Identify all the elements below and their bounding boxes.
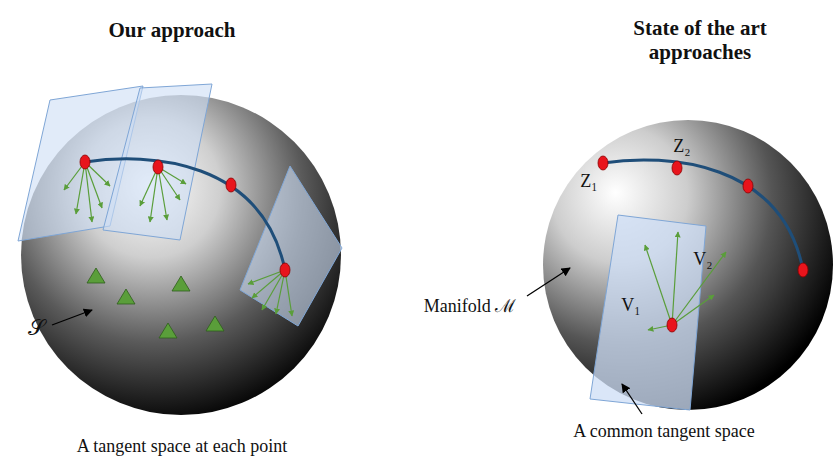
panel-heading: Our approach — [108, 18, 235, 42]
vector-label: V₁ — [621, 295, 640, 316]
tangent-vectors — [645, 232, 726, 330]
vector-label: V₂ — [693, 249, 712, 270]
tangent-plane — [240, 166, 342, 326]
manifold-sphere — [543, 120, 833, 410]
manifold-label: Manifold ℳ — [424, 296, 517, 317]
caption-text: A tangent space at each point — [77, 436, 287, 457]
set-symbol: 𝒮 — [28, 315, 45, 340]
data-points — [598, 156, 808, 332]
panel-heading: State of the art approaches — [600, 16, 800, 64]
data-points — [80, 155, 290, 277]
point-label: Z₂ — [673, 136, 690, 157]
tangent-plane — [103, 84, 212, 240]
leader-arrow — [52, 310, 92, 325]
samples — [87, 268, 224, 338]
leader-arrow — [622, 384, 642, 414]
tangent-vectors — [64, 162, 292, 316]
leader-arrow — [527, 268, 570, 296]
geodesic-curve — [85, 159, 285, 270]
caption-text: A common tangent space — [573, 421, 754, 442]
point-label: Z₁ — [580, 171, 597, 192]
